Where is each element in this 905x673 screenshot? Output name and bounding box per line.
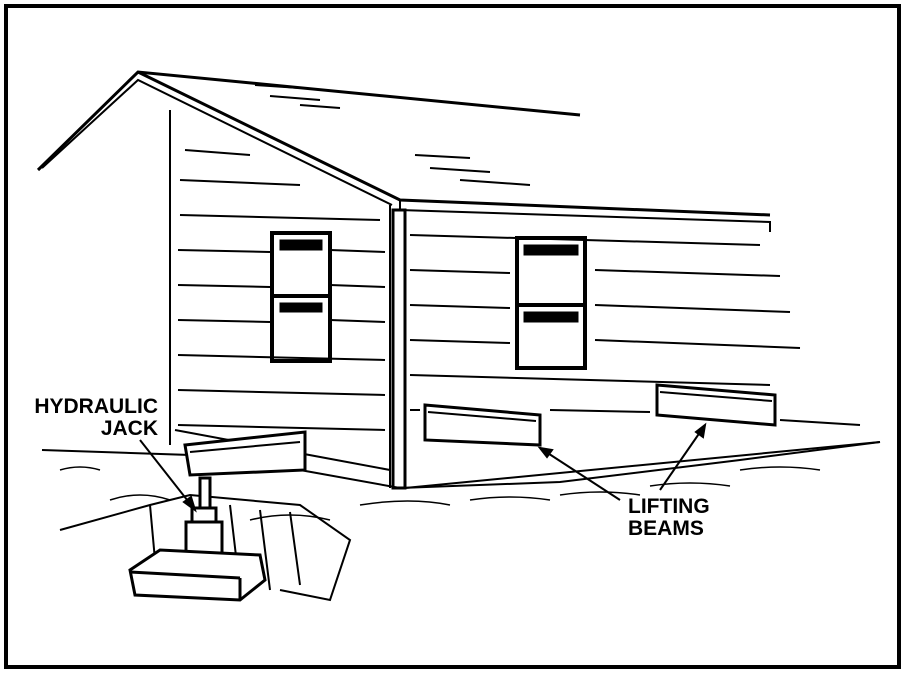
gable-wall <box>170 110 390 488</box>
lifting-beams-label-line2: BEAMS <box>628 518 710 540</box>
hydraulic-jack-label: HYDRAULIC JACK <box>33 396 158 440</box>
wood-block <box>130 550 265 600</box>
lifting-beams-label: LIFTING BEAMS <box>628 496 710 540</box>
roof-shingles <box>255 85 530 185</box>
hydraulic-jack-label-line1: HYDRAULIC <box>33 396 158 418</box>
roof <box>38 72 770 232</box>
lifting-beam-front <box>185 432 305 475</box>
lifting-beam-middle <box>425 405 540 445</box>
side-wall <box>405 235 880 488</box>
lifting-beam-right <box>657 385 775 425</box>
window-right <box>517 238 585 368</box>
downspout <box>393 210 405 488</box>
lifting-beams-label-line1: LIFTING <box>628 496 710 518</box>
hydraulic-jack-label-line2: JACK <box>33 418 158 440</box>
window-left <box>272 233 330 361</box>
